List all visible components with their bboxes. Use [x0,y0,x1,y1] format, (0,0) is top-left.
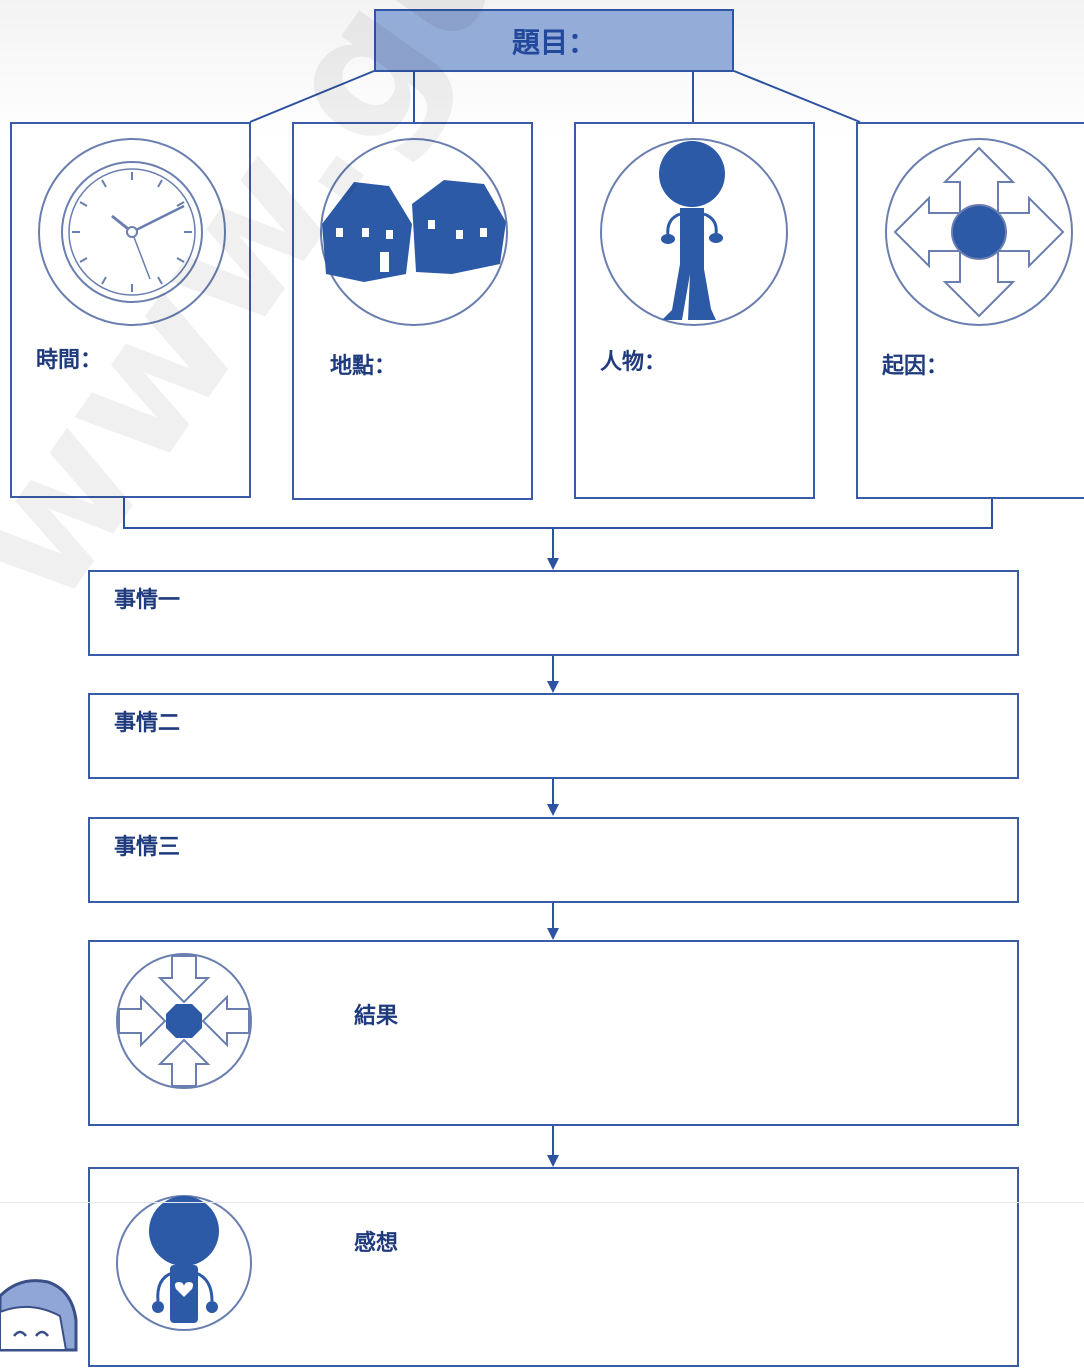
connector-title-card1 [249,70,375,123]
card-cause[interactable]: 起因： [856,122,1084,499]
event-3-box[interactable]: 事情三 [88,817,1019,903]
event-1-box[interactable]: 事情一 [88,570,1019,656]
card-time[interactable]: 時間： [10,122,251,498]
event-2-label: 事情二 [114,710,181,736]
cards-bracket [123,498,993,529]
reflection-box[interactable]: 感想 [88,1167,1019,1367]
card-place[interactable]: 地點： [292,122,533,500]
card-cause-label: 起因： [882,353,949,379]
title-label: 題目： [511,25,596,59]
person-heart-icon [116,1195,252,1331]
arrowhead-4 [547,928,559,940]
result-box[interactable]: 結果 [88,940,1019,1126]
card-time-label: 時間： [36,347,103,373]
clock-icon [38,138,226,326]
card-place-label: 地點： [330,353,397,379]
event-2-box[interactable]: 事情二 [88,693,1019,779]
title-box[interactable]: 題目： [374,9,734,72]
arrowhead-2 [547,681,559,693]
arrowhead-5 [547,1155,559,1167]
connector-title-card4 [733,70,861,123]
event-1-label: 事情一 [114,587,181,613]
reflection-label: 感想 [354,1230,399,1256]
divider [0,1202,1084,1203]
result-label: 結果 [354,1003,399,1029]
arrowhead-3 [547,804,559,816]
outward-arrows-icon [885,138,1073,326]
card-people-label: 人物： [600,349,667,375]
event-3-label: 事情三 [114,834,181,860]
person-icon [600,138,788,326]
card-people[interactable]: 人物： [574,122,815,499]
houses-icon [320,138,508,326]
arrowhead-1 [547,558,559,570]
inward-arrows-icon [116,953,252,1089]
